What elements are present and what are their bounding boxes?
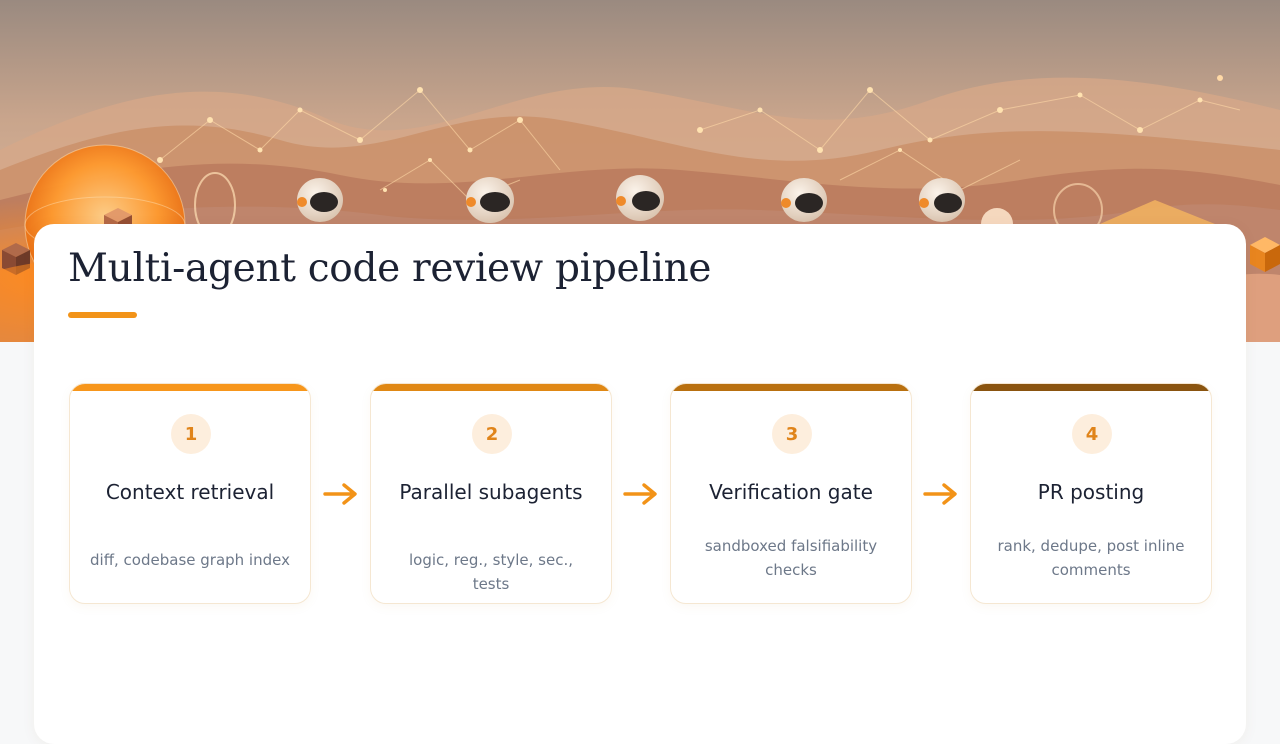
robot-icon: [297, 175, 965, 223]
arrow-right-icon: [623, 483, 657, 505]
step-card-3: 3 Verification gate sandboxed falsifiabi…: [670, 383, 912, 604]
step-number-badge: 1: [171, 414, 211, 454]
arrow-right-icon: [923, 483, 957, 505]
step-description: rank, dedupe, post inline comments: [997, 537, 1185, 579]
step-title: Parallel subagents: [399, 480, 583, 504]
step-card-2: 2 Parallel subagents logic, reg., style,…: [370, 383, 612, 604]
network-node-icon: [1217, 75, 1223, 81]
step-title: Verification gate: [709, 480, 873, 504]
page-title: Multi-agent code review pipeline: [68, 246, 712, 291]
step-card-4: 4 PR posting rank, dedupe, post inline c…: [970, 383, 1212, 604]
card-accent-bar: [671, 384, 911, 391]
step-number-badge: 2: [472, 414, 512, 454]
step-description: logic, reg., style, sec., tests: [408, 551, 574, 593]
step-title: PR posting: [1037, 480, 1145, 504]
arrow-right-icon: [323, 483, 357, 505]
step-title: Context retrieval: [105, 480, 275, 504]
step-description: diff, codebase graph index: [90, 551, 290, 569]
title-underline: [68, 312, 137, 318]
card-accent-bar: [371, 384, 611, 391]
step-number-badge: 4: [1072, 414, 1112, 454]
card-accent-bar: [70, 384, 310, 391]
card-accent-bar: [971, 384, 1211, 391]
step-number-badge: 3: [772, 414, 812, 454]
step-card-1: 1 Context retrieval diff, codebase graph…: [69, 383, 311, 604]
step-description: sandboxed falsifiability checks: [704, 537, 878, 579]
